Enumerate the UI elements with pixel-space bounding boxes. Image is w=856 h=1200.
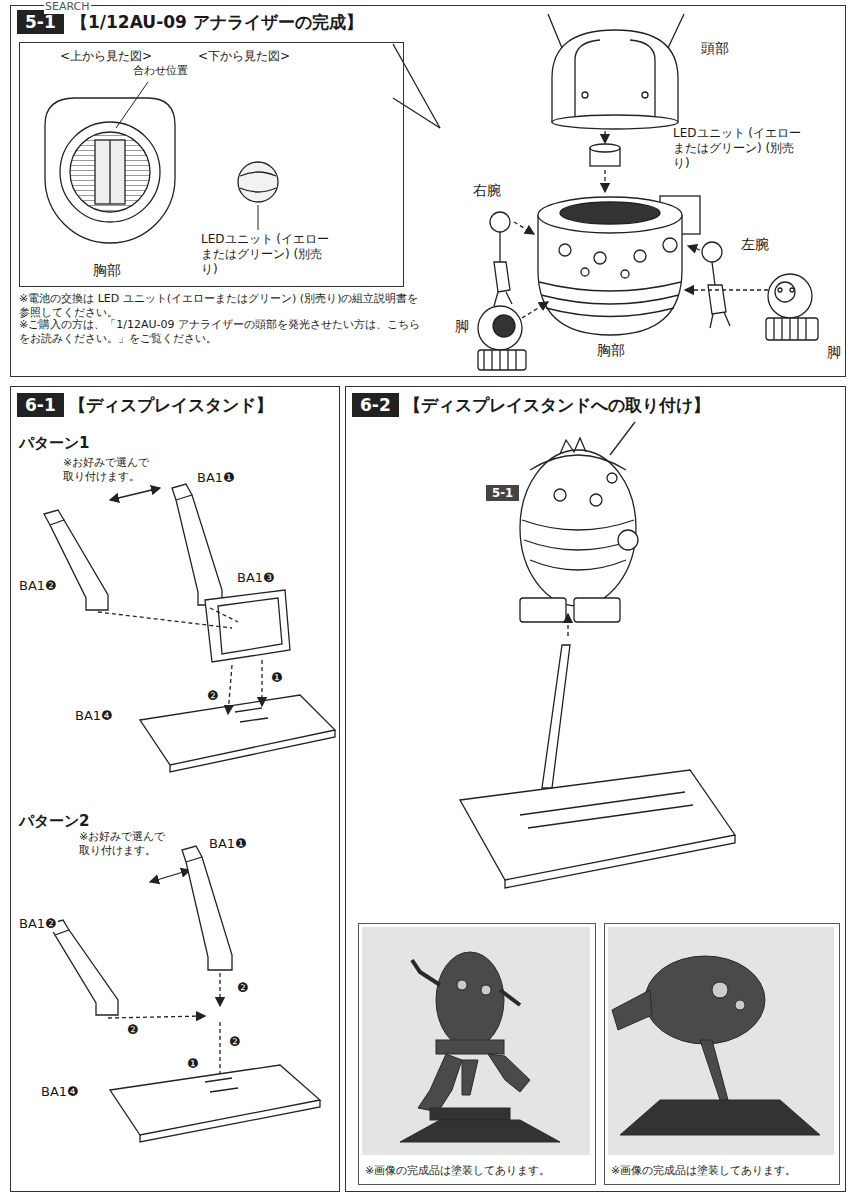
section-panel: 6-2【ディスプレイスタンドへの取り付け】 5-1 ※画像の完成品は塗装してあります… [345,386,846,1192]
part-number: BA1❸ [236,570,276,586]
photo-caption: ※画像の完成品は塗装してあります。 [365,1164,550,1177]
pattern-title: パターン1 [18,434,90,453]
part-name: 左腕 [740,236,770,254]
pattern-title: パターン2 [18,812,90,831]
part-name: 右腕 [472,182,502,200]
watermark: SEARCH [44,0,91,14]
section-panel: 6-1【ディスプレイスタンド】 [10,386,340,1192]
step-number: ❷ [206,688,220,704]
section-title: 【ディスプレイスタンド】 [69,395,273,415]
part-name: 脚 [454,318,470,336]
step-number: ❶ [270,670,284,686]
section-title: 【ディスプレイスタンドへの取り付け】 [404,395,710,415]
part-number: BA1❹ [74,708,114,724]
note: ※お好みで選んで取り付けます。 [62,456,160,484]
note: ※ご購入の方は、「1/12AU-09 アナライザーの頭部を発光させたい方は、こち… [18,318,430,346]
part-number: BA1❹ [40,1084,80,1100]
photo-frame: ※画像の完成品は塗装してあります。 [358,923,596,1185]
part-number: BA1❶ [208,836,248,852]
step-badge: 6-1 [17,393,64,417]
section-title: 【1/12AU-09 アナライザーの完成】 [71,12,363,32]
part-name: 胸部 [92,262,122,280]
photo-frame: ※画像の完成品は塗装してあります。 [604,923,840,1185]
step-ref: 5-1 [486,485,525,507]
step-number: ❷ [228,1034,242,1050]
step-badge: 5-1 [486,485,519,501]
view-title: <下から見た図> [198,49,290,63]
step-number: ❷ [126,1022,140,1038]
part-name: LEDユニット (イエローまたはグリーン) (別売り) [200,232,334,277]
step-badge: 6-2 [352,393,399,417]
part-name: 胸部 [596,342,626,360]
part-number: BA1❷ [18,578,58,594]
part-number: BA1❷ [18,916,58,932]
view-title: <上から見た図> [60,49,152,63]
photo-caption: ※画像の完成品は塗装してあります。 [611,1164,796,1177]
step-number: ❷ [236,980,250,996]
part-note: 合わせ位置 [132,64,189,78]
step-number: ❶ [186,1056,200,1072]
part-name: LEDユニット (イエローまたはグリーン) (別売り) [672,126,806,171]
part-name: 脚 [826,344,842,362]
note: ※お好みで選んで取り付けます。 [78,830,176,858]
part-name: 頭部 [700,40,730,58]
part-number: BA1❶ [196,470,236,486]
note: ※電池の交換は LED ユニット(イエローまたはグリーン) (別売り)の組立説明… [18,292,430,320]
